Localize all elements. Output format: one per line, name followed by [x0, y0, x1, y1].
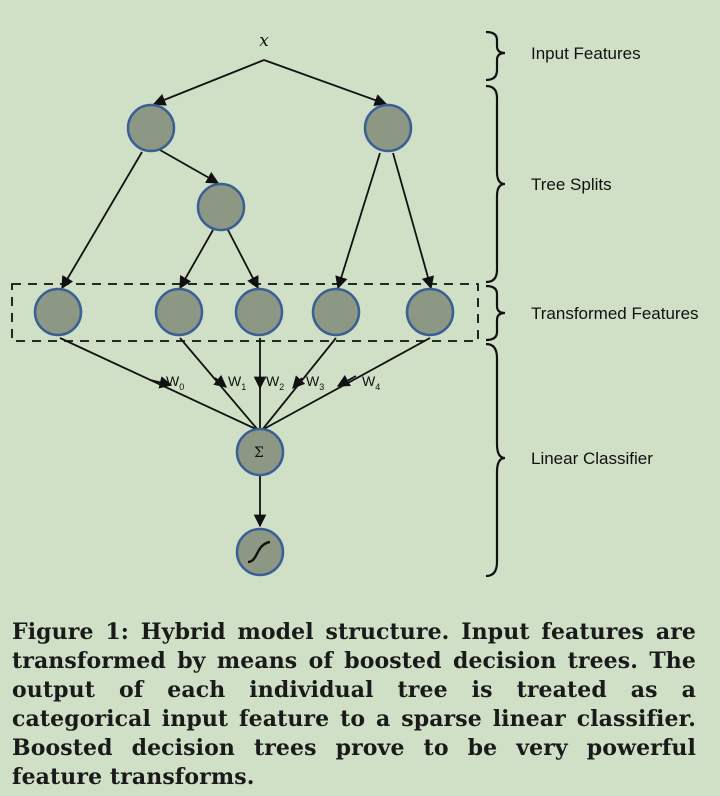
brace-linear-classifier — [485, 342, 506, 578]
input-x-label: x — [259, 31, 269, 51]
brace-tree-splits — [485, 84, 506, 284]
edge-right-to-leaf4 — [335, 152, 381, 290]
weight-label-w4: W4 — [362, 373, 380, 392]
label-transformed-features: Transformed Features — [531, 304, 699, 323]
edge-left-to-mid — [159, 149, 220, 184]
arrowhead-w0 — [149, 376, 173, 389]
transformed-features-box — [11, 283, 479, 342]
weight-edges — [59, 337, 431, 431]
edge-left-to-leaf1 — [61, 151, 143, 290]
edge-x-to-split-right — [263, 59, 388, 107]
leaf-node-2 — [154, 287, 204, 337]
label-tree-splits: Tree Splits — [531, 175, 612, 194]
figure-caption: Figure 1: Hybrid model structure. Input … — [12, 619, 696, 790]
leaf-node-5 — [405, 287, 455, 337]
weight-label-w2: W2 — [266, 373, 284, 392]
arrowhead-w4 — [336, 374, 357, 387]
brace-transformed-features — [485, 284, 506, 342]
weight-label-w1: W1 — [228, 373, 246, 392]
label-input-features: Input Features — [531, 44, 641, 63]
brace-input-features — [485, 30, 506, 82]
label-linear-classifier: Linear Classifier — [531, 449, 653, 468]
edge-mid-to-leaf3 — [227, 229, 259, 290]
leaf-node-3 — [234, 287, 284, 337]
sigmoid-icon — [247, 540, 271, 564]
arrowhead-w1 — [213, 374, 227, 388]
edge-leaf2-to-sum — [179, 337, 259, 431]
sum-symbol: Σ — [254, 445, 264, 461]
arrowhead-w3 — [292, 375, 306, 389]
tree-split-nodes — [126, 103, 413, 232]
hybrid-model-diagram: x — [11, 30, 699, 578]
layer-braces — [485, 30, 506, 578]
weight-labels: W0 W1 W2 W3 W4 — [166, 373, 380, 392]
weight-label-w0: W0 — [166, 373, 184, 392]
transformed-feature-nodes — [33, 287, 455, 337]
sigmoid-node — [235, 527, 285, 577]
sum-node — [235, 427, 285, 477]
edge-mid-to-leaf2 — [179, 229, 214, 290]
split-node-middle — [196, 182, 246, 232]
leaf-node-1 — [33, 287, 83, 337]
input-edges — [152, 59, 388, 107]
split-node-right — [363, 103, 413, 153]
edge-x-to-split-left — [152, 59, 265, 106]
leaf-node-4 — [311, 287, 361, 337]
tree-split-edges — [61, 149, 434, 290]
edge-right-to-leaf5 — [392, 152, 434, 290]
split-node-left — [126, 103, 176, 153]
weight-label-w3: W3 — [306, 373, 324, 392]
edge-leaf5-to-sum — [261, 337, 431, 431]
